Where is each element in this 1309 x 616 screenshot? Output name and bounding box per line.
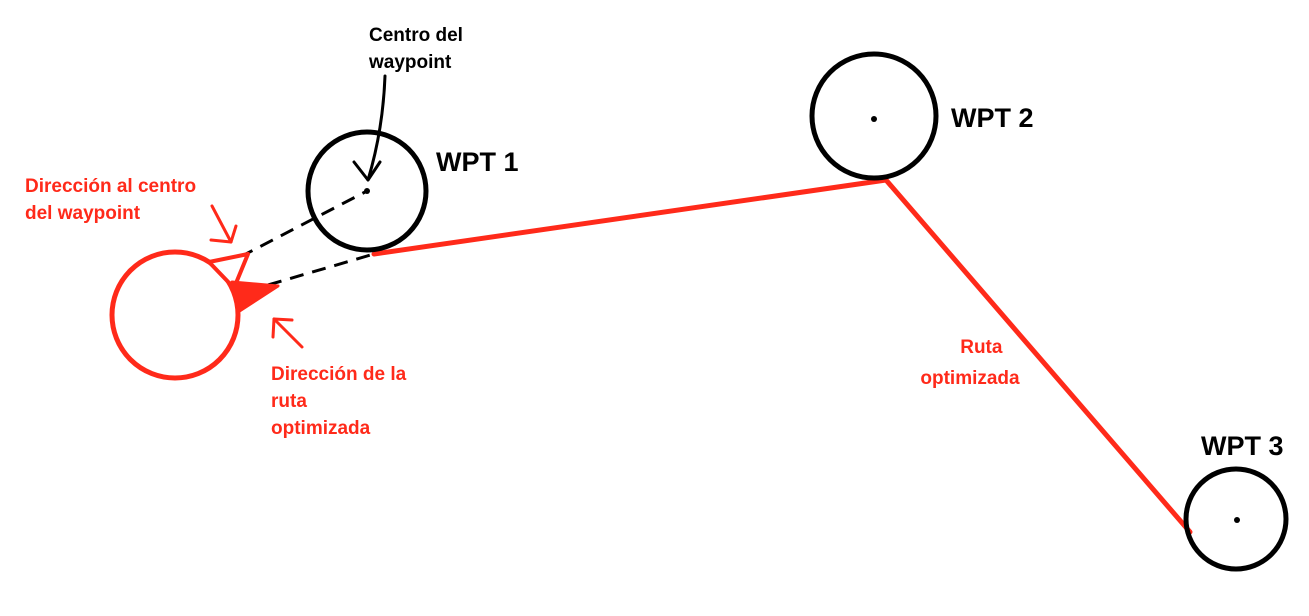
waypoint-1-circle [305,129,429,253]
aircraft-circle [109,249,241,381]
route-segment-wpt1-wpt2 [371,177,889,257]
waypoint-3-circle [1183,466,1289,572]
route-segment-wpt2-wpt3 [883,177,1193,535]
waypoint-2 [809,51,939,181]
waypoint-3 [1183,466,1289,572]
route-direction-pointer [230,280,280,314]
center-label: Centro del waypoint [368,25,468,73]
route-direction-dashed-line [267,252,375,287]
waypoint-1-center-dot [364,188,370,194]
waypoint-1-label: WPT 1 [436,147,519,177]
waypoint-1 [305,129,429,253]
route-label: Ruta optimizada [920,337,1020,389]
direction-to-center-label: Dirección al centro del waypoint [25,176,201,224]
center-label-arrow [352,74,387,182]
route-direction-arrow [271,317,304,349]
direction-to-center-arrow [209,204,238,244]
waypoint-2-circle [809,51,939,181]
direction-to-center-dashed-line [239,189,368,259]
route-direction-label: Dirección de la ruta optimizada [271,364,411,439]
waypoint-3-center-dot [1234,517,1240,523]
waypoint-3-label: WPT 3 [1201,431,1284,461]
waypoint-2-label: WPT 2 [951,103,1034,133]
aircraft [109,249,280,381]
direction-to-center-pointer [207,252,250,290]
waypoint-2-center-dot [871,116,877,122]
